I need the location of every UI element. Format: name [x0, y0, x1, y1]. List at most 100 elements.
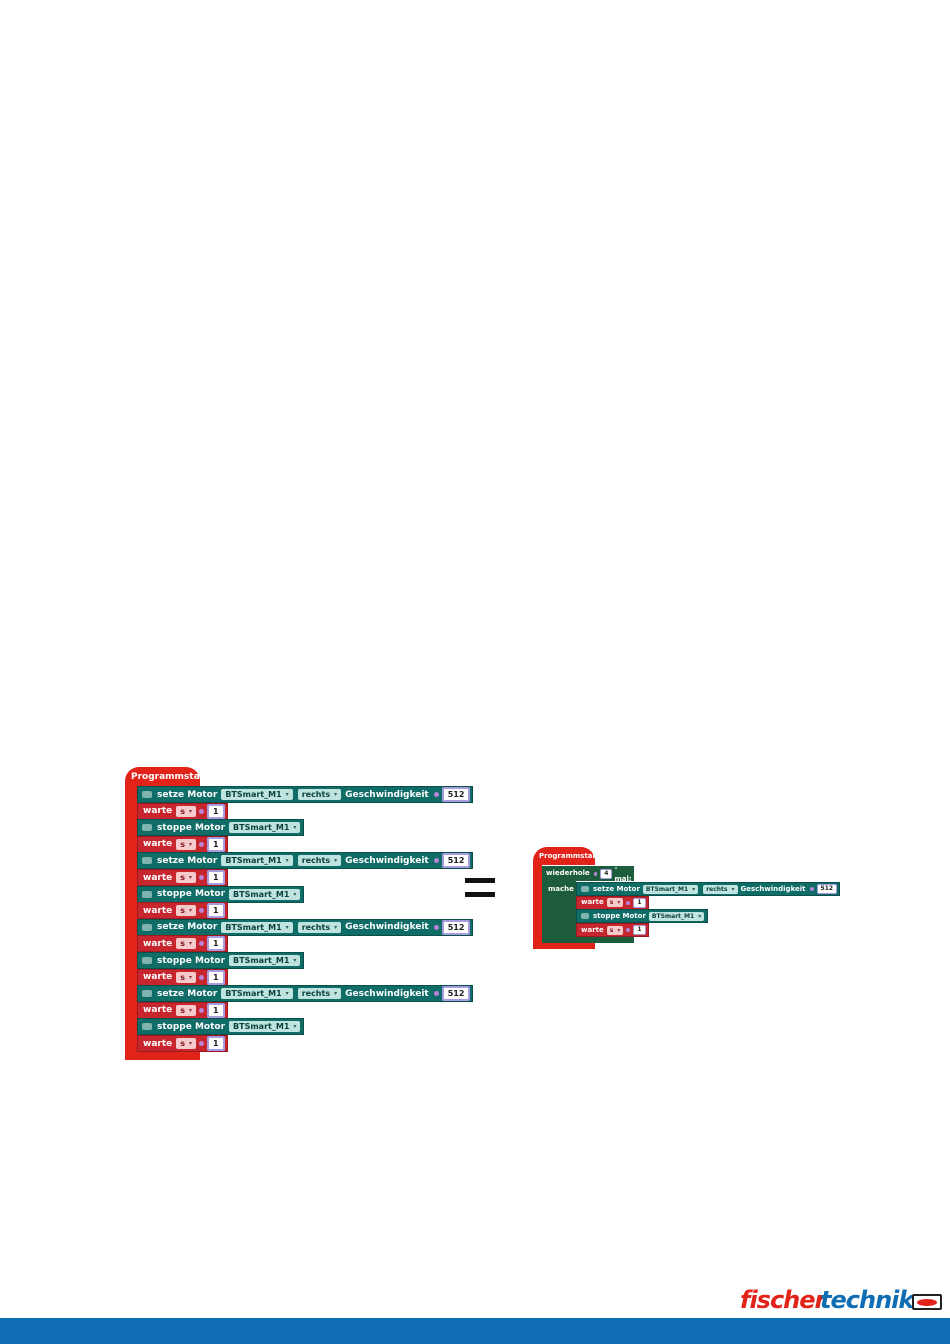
wait-value-input[interactable]: 1 [207, 903, 225, 919]
block-label: warte [143, 972, 173, 983]
motor-dropdown[interactable]: BTSmart_M1▾ [221, 988, 293, 1000]
speed-label: Geschwindigkeit [345, 789, 429, 800]
speed-value-input[interactable]: 512 [441, 986, 471, 1002]
wait-value-input[interactable]: 1 [633, 897, 646, 908]
motor-value: BTSmart_M1 [233, 823, 290, 833]
direction-value: rechts [301, 856, 331, 866]
wait-value-input[interactable]: 1 [633, 925, 646, 936]
motor-dropdown[interactable]: BTSmart_M1▾ [642, 884, 699, 894]
block-label: warte [143, 872, 173, 883]
motor-dropdown[interactable]: BTSmart_M1▾ [221, 921, 293, 933]
unit-dropdown[interactable]: s▾ [606, 925, 624, 935]
input-connector-icon [626, 928, 631, 933]
motor-dropdown[interactable]: BTSmart_M1▾ [229, 822, 301, 834]
block-label: setze Motor [157, 789, 218, 800]
wait-value-input[interactable]: 1 [207, 969, 225, 985]
motor-dropdown[interactable]: BTSmart_M1▾ [229, 888, 301, 900]
direction-dropdown[interactable]: rechts▾ [297, 921, 342, 933]
chevron-down-icon: ▾ [698, 912, 702, 920]
unit-dropdown[interactable]: s▾ [176, 1038, 197, 1049]
unit-dropdown[interactable]: s▾ [176, 838, 197, 850]
unit-dropdown[interactable]: s▾ [176, 1004, 197, 1016]
motor-dropdown[interactable]: BTSmart_M1▾ [221, 855, 293, 867]
direction-dropdown[interactable]: rechts▾ [297, 988, 342, 1000]
event-block-foot [125, 1052, 200, 1060]
speed-value-input[interactable]: 512 [816, 884, 838, 894]
motor-dropdown[interactable]: BTSmart_M1▾ [229, 955, 301, 966]
speed-value-input[interactable]: 512 [441, 787, 471, 802]
block-label: stoppe Motor [593, 911, 646, 920]
chevron-down-icon: ▾ [692, 885, 696, 893]
speed-value-input[interactable]: 512 [441, 853, 471, 869]
motor-dropdown[interactable]: BTSmart_M1▾ [229, 1021, 301, 1033]
motor-dropdown[interactable]: BTSmart_M1▾ [221, 789, 293, 800]
block-label: setze Motor [157, 988, 218, 999]
unit-dropdown[interactable]: s▾ [176, 938, 197, 950]
chevron-down-icon: ▾ [189, 940, 193, 948]
wait-value-input[interactable]: 1 [207, 836, 225, 852]
chevron-down-icon: ▾ [189, 1040, 193, 1047]
unit-dropdown[interactable]: s▾ [176, 905, 197, 917]
wait-value-input[interactable]: 1 [207, 1002, 225, 1018]
chevron-down-icon: ▾ [189, 807, 193, 815]
footer-bar [0, 1318, 950, 1344]
motor-value: BTSmart_M1 [225, 790, 282, 799]
unit-dropdown[interactable]: s▾ [606, 898, 624, 908]
input-connector-icon [199, 875, 205, 880]
input-connector-icon [199, 841, 205, 847]
wait-value-input[interactable]: 1 [207, 1036, 225, 1051]
input-connector-icon [199, 974, 205, 980]
unit-dropdown[interactable]: s▾ [176, 872, 197, 883]
chevron-down-icon: ▾ [189, 907, 193, 915]
speed-value-input[interactable]: 512 [441, 919, 471, 935]
motor-value: BTSmart_M1 [233, 956, 290, 965]
event-block-arm [533, 864, 542, 946]
motor-icon [142, 1023, 152, 1031]
chevron-down-icon: ▾ [731, 885, 735, 893]
unit-dropdown[interactable]: s▾ [176, 971, 197, 983]
motor-icon [142, 923, 152, 931]
direction-dropdown[interactable]: rechts▾ [297, 789, 342, 800]
unit-value: s [180, 873, 185, 882]
repeat-count-input[interactable]: 4 [600, 868, 613, 879]
wait-value-input[interactable]: 1 [207, 870, 225, 885]
motor-icon [142, 990, 152, 998]
wait-value-input[interactable]: 1 [207, 936, 225, 952]
wait-value-input[interactable]: 1 [207, 803, 225, 819]
repeat-block-foot [542, 936, 634, 943]
direction-dropdown[interactable]: rechts▾ [703, 884, 738, 894]
direction-dropdown[interactable]: rechts▾ [297, 855, 342, 867]
unit-dropdown[interactable]: s▾ [176, 805, 197, 817]
chevron-down-icon: ▾ [334, 857, 338, 865]
motor-icon [581, 913, 589, 920]
block-label: warte [581, 898, 604, 907]
motor-dropdown[interactable]: BTSmart_M1▾ [648, 911, 705, 921]
repeat-block[interactable]: wiederhole 4 -mal: [542, 864, 634, 883]
event-block-programmstart[interactable]: Programmstart [125, 767, 208, 787]
block-label: setze Motor [593, 884, 640, 893]
chevron-down-icon: ▾ [617, 926, 621, 934]
unit-value: s [180, 906, 185, 916]
input-connector-icon [199, 1007, 205, 1013]
event-block-programmstart[interactable]: Programmstart [533, 847, 599, 865]
